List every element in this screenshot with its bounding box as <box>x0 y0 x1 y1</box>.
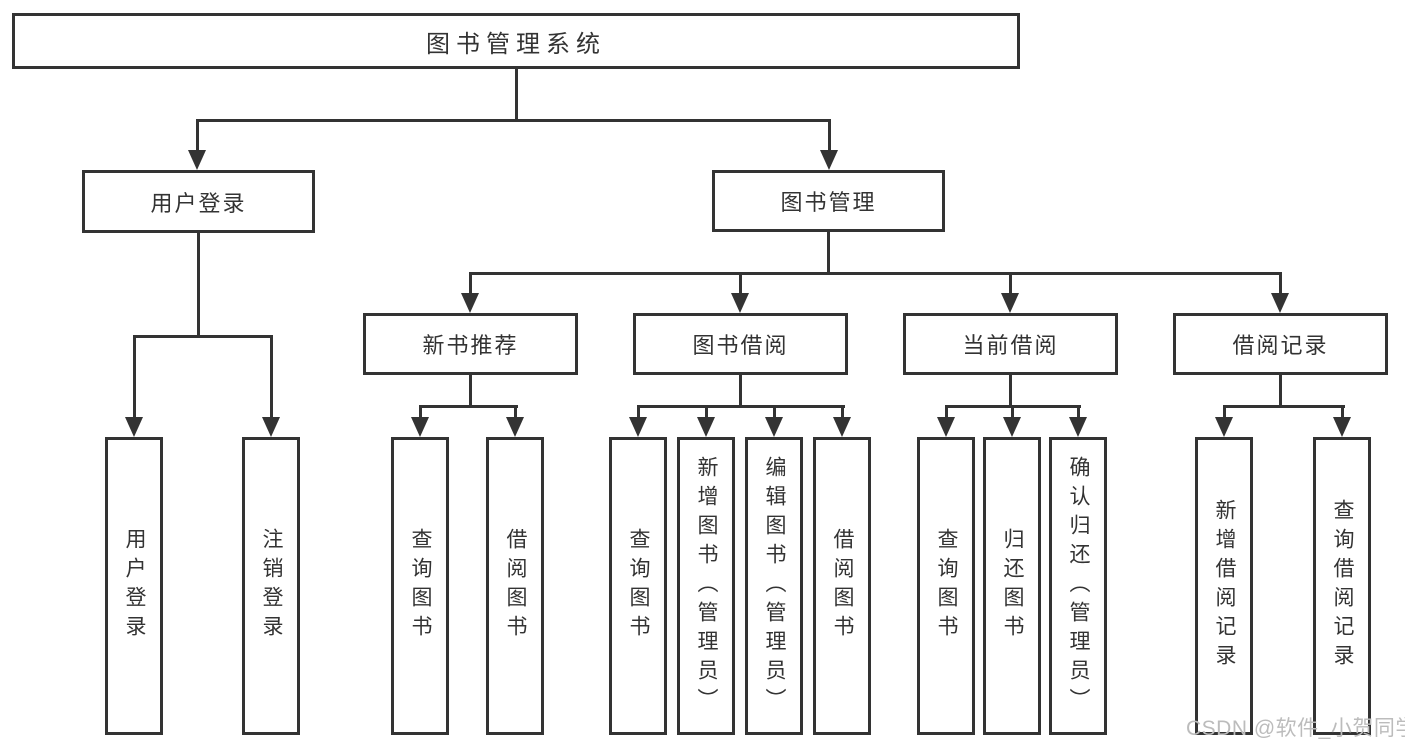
node-label: 图书管理系统 <box>426 30 606 58</box>
connector-line <box>513 406 517 420</box>
leaf-return-book: 归还图书 <box>983 437 1041 735</box>
arrow-down-icon <box>262 417 280 437</box>
node-label: 当前借阅 <box>962 333 1059 358</box>
connector-line <box>468 375 472 407</box>
leaf-label: 借阅图书 <box>504 528 527 644</box>
arrow-down-icon <box>629 417 647 437</box>
leaf-edit-book-admin: 编辑图书（管理员） <box>745 437 803 735</box>
connector-line <box>1222 404 1345 408</box>
connector-line <box>944 406 948 420</box>
leaf-confirm-return-admin: 确认归还（管理员） <box>1049 437 1107 735</box>
connector-line <box>1008 375 1012 407</box>
leaf-borrow-books-recommend: 借阅图书 <box>486 437 544 735</box>
connector-line <box>1278 273 1282 297</box>
connector-line <box>1340 406 1344 420</box>
connector-line <box>196 233 200 337</box>
leaf-borrow-books: 借阅图书 <box>813 437 871 735</box>
leaf-label: 编辑图书（管理员） <box>763 455 786 717</box>
arrow-down-icon <box>461 293 479 313</box>
arrow-down-icon <box>506 417 524 437</box>
connector-line <box>738 375 742 407</box>
connector-line <box>826 232 830 274</box>
connector-line <box>195 120 199 152</box>
leaf-label: 新增借阅记录 <box>1213 499 1236 673</box>
arrow-down-icon <box>937 417 955 437</box>
connector-line <box>514 69 518 121</box>
leaf-label: 归还图书 <box>1001 528 1024 644</box>
leaf-query-books-recommend: 查询图书 <box>391 437 449 735</box>
connector-line <box>418 406 422 420</box>
connector-line <box>468 271 1282 275</box>
leaf-label: 查询图书 <box>935 528 958 644</box>
node-label: 图书管理 <box>780 190 877 215</box>
connector-line <box>772 406 776 420</box>
connector-line <box>132 336 136 419</box>
node-book-management: 图书管理 <box>712 170 945 232</box>
node-root-library-system: 图书管理系统 <box>12 13 1020 69</box>
connector-line <box>269 336 273 419</box>
node-borrow-records: 借阅记录 <box>1173 313 1388 375</box>
leaf-query-books-current: 查询图书 <box>917 437 975 735</box>
leaf-logout: 注销登录 <box>242 437 300 735</box>
arrow-down-icon <box>1271 293 1289 313</box>
connector-line <box>827 120 831 152</box>
connector-line <box>636 406 640 420</box>
leaf-label: 注销登录 <box>260 528 283 644</box>
arrow-down-icon <box>125 417 143 437</box>
connector-line <box>704 406 708 420</box>
leaf-label: 新增图书（管理员） <box>695 455 718 717</box>
node-book-borrow: 图书借阅 <box>633 313 848 375</box>
leaf-label: 查询图书 <box>627 528 650 644</box>
connector-line <box>840 406 844 420</box>
leaf-add-borrow-record: 新增借阅记录 <box>1195 437 1253 735</box>
node-label: 图书借阅 <box>692 333 789 358</box>
connector-line <box>195 118 831 122</box>
leaf-label: 确认归还（管理员） <box>1067 455 1090 717</box>
connector-line <box>1010 406 1014 420</box>
arrow-down-icon <box>1333 417 1351 437</box>
node-label: 借阅记录 <box>1232 333 1329 358</box>
node-label: 用户登录 <box>150 190 247 216</box>
leaf-add-book-admin: 新增图书（管理员） <box>677 437 735 735</box>
connector-line <box>1278 375 1282 407</box>
leaf-label: 用户登录 <box>123 528 146 644</box>
arrow-down-icon <box>1003 417 1021 437</box>
arrow-down-icon <box>1001 293 1019 313</box>
leaf-query-borrow-record: 查询借阅记录 <box>1313 437 1371 735</box>
leaf-label: 查询借阅记录 <box>1331 499 1354 673</box>
arrow-down-icon <box>1069 417 1087 437</box>
arrow-down-icon <box>1215 417 1233 437</box>
connector-line <box>468 273 472 297</box>
leaf-query-books-borrow: 查询图书 <box>609 437 667 735</box>
arrow-down-icon <box>411 417 429 437</box>
connector-line <box>738 273 742 297</box>
arrow-down-icon <box>731 293 749 313</box>
node-user-login: 用户登录 <box>82 170 315 233</box>
connector-line <box>1076 406 1080 420</box>
arrow-down-icon <box>833 417 851 437</box>
arrow-down-icon <box>765 417 783 437</box>
arrow-down-icon <box>820 150 838 170</box>
node-current-borrow: 当前借阅 <box>903 313 1118 375</box>
connector-line <box>418 404 518 408</box>
connector-line <box>1008 273 1012 297</box>
leaf-label: 查询图书 <box>409 528 432 644</box>
arrow-down-icon <box>697 417 715 437</box>
leaf-label: 借阅图书 <box>831 528 854 644</box>
csdn-watermark: CSDN @软件_小贺同学 <box>1186 717 1405 740</box>
connector-line <box>636 404 845 408</box>
connector-line <box>132 334 273 338</box>
node-label: 新书推荐 <box>422 333 519 358</box>
arrow-down-icon <box>188 150 206 170</box>
node-new-book-recommend: 新书推荐 <box>363 313 578 375</box>
connector-line <box>1222 406 1226 420</box>
leaf-user-login: 用户登录 <box>105 437 163 735</box>
